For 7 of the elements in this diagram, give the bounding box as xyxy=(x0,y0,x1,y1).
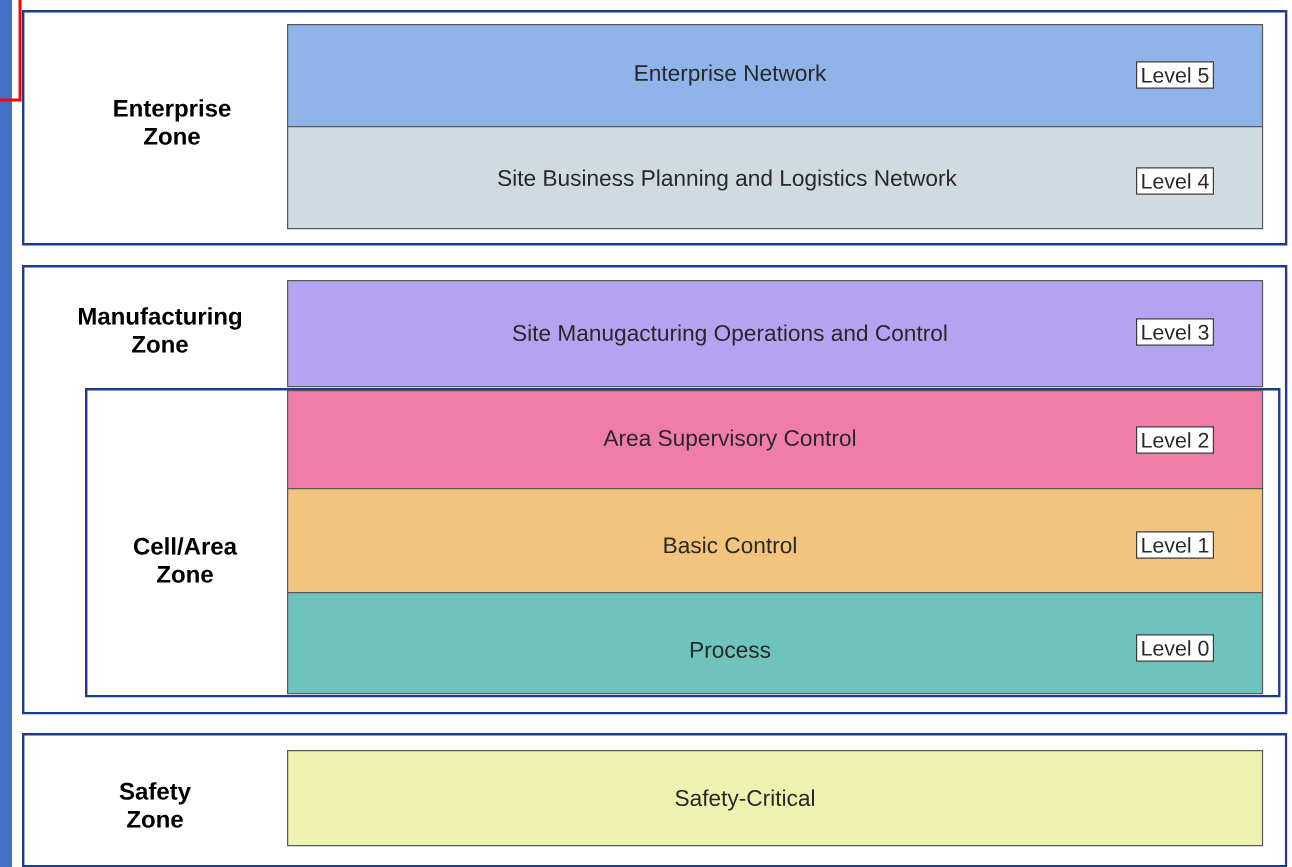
level-tag: Level 2 xyxy=(1136,426,1214,454)
level-band: Safety-Critical xyxy=(287,750,1264,847)
level-tag: Level 0 xyxy=(1136,634,1214,662)
level-tag: Level 3 xyxy=(1136,318,1214,346)
level-tag: Level 4 xyxy=(1136,167,1214,195)
level-tag: Level 1 xyxy=(1136,531,1214,559)
level-tag: Level 5 xyxy=(1136,61,1214,89)
